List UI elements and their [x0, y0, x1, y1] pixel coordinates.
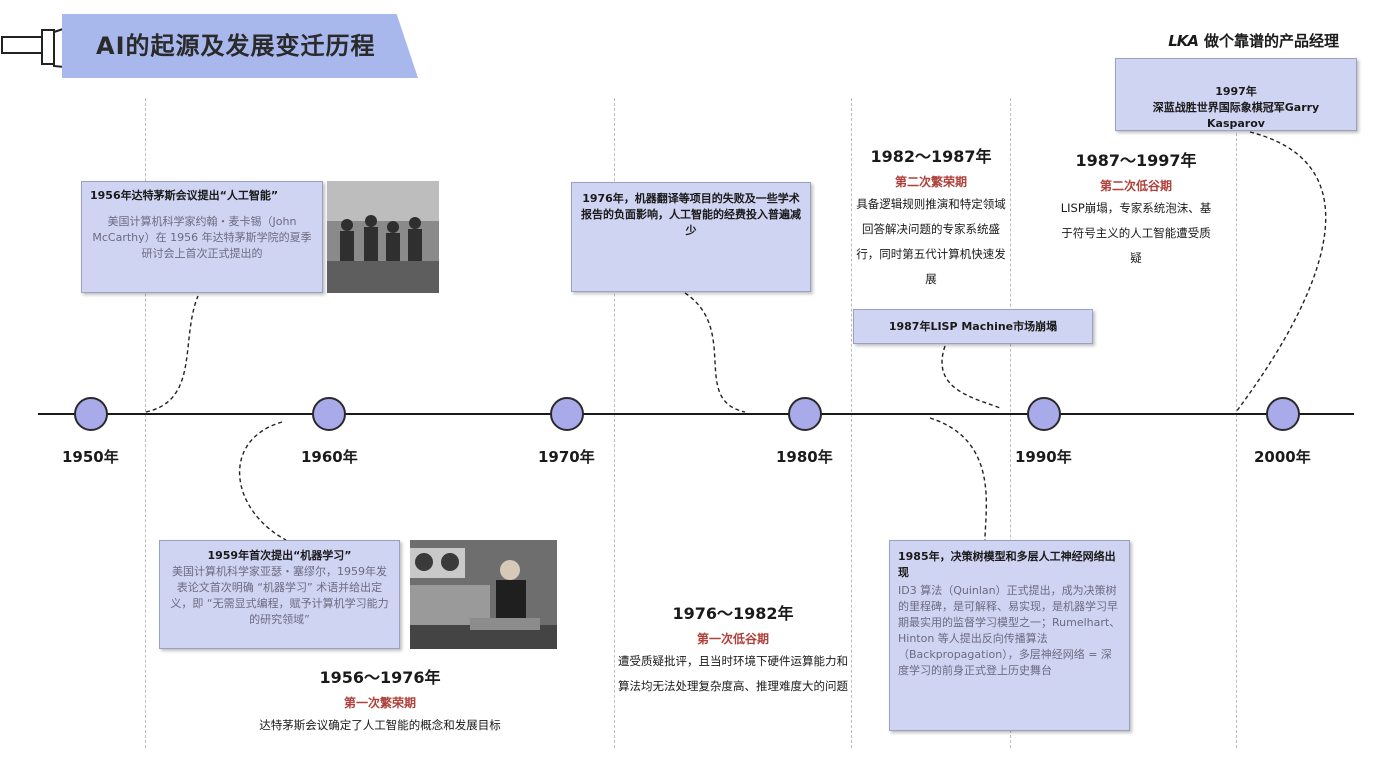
timeline-node	[550, 397, 584, 431]
machine-learning-photo	[410, 540, 557, 649]
period-winter2: 1987～1997年 第二次低谷期 LISP崩塌，专家系统泡沫、基于符号主义的人…	[1058, 147, 1214, 271]
period-winter1: 1976～1982年 第一次低谷期 遭受质疑批评，且当时环境下硬件运算能力和算法…	[615, 600, 851, 699]
dartmouth-photo	[327, 181, 439, 293]
guide-line	[851, 98, 852, 748]
period-desc: LISP崩塌，专家系统泡沫、基于符号主义的人工智能遭受质疑	[1060, 201, 1212, 265]
card-machine-learning: 1959年首次提出“机器学习” 美国计算机科学家亚瑟・塞缪尔，1959年发表论文…	[159, 540, 400, 649]
period-range: 1982～1987年	[870, 147, 992, 166]
period-name: 第二次低谷期	[1099, 179, 1172, 193]
decade-label: 1990年	[1015, 448, 1072, 466]
card-dartmouth: 1956年达特茅斯会议提出“人工智能” 美国计算机科学家约翰・麦卡锡（John …	[81, 181, 323, 293]
period-name: 第一次繁荣期	[343, 696, 416, 710]
period-range: 1976～1982年	[672, 604, 794, 623]
decade-label: 1970年	[538, 448, 595, 466]
card-head: 1959年首次提出“机器学习”	[207, 549, 352, 562]
guide-line	[614, 98, 615, 748]
decade-label: 1980年	[776, 448, 833, 466]
timeline-node	[74, 397, 108, 431]
group-photo-icon	[327, 181, 439, 293]
card-decision-tree: 1985年，决策树模型和多层人工神经网络出现 ID3 算法（Quinlan）正式…	[889, 540, 1130, 731]
brand: LKA 做个靠谱的产品经理	[1168, 30, 1339, 51]
guide-line	[1010, 98, 1011, 748]
card-head: 1997年 深蓝战胜世界国际象棋冠军Garry Kasparov	[1152, 85, 1320, 130]
timeline-axis	[38, 413, 1354, 415]
page-title: AI的起源及发展变迁历程	[96, 32, 376, 60]
period-name: 第一次低谷期	[696, 632, 769, 646]
card-head: 1987年LISP Machine市场崩塌	[888, 320, 1058, 333]
card-deep-blue: 1997年 深蓝战胜世界国际象棋冠军Garry Kasparov	[1115, 58, 1357, 131]
card-machine-translation: 1976年，机器翻译等项目的失败及一些学术报告的负面影响，人工智能的经费投入普遍…	[571, 182, 811, 292]
computer-operator-icon	[410, 540, 557, 649]
card-lisp: 1987年LISP Machine市场崩塌	[853, 309, 1093, 344]
brand-name: 做个靠谱的产品经理	[1203, 32, 1339, 50]
period-desc: 遭受质疑批评，且当时环境下硬件运算能力和算法均无法处理复杂度高、推理难度大的问题	[618, 654, 848, 693]
guide-line	[1236, 98, 1237, 748]
brand-logo-icon: LKA	[1168, 31, 1199, 50]
period-range: 1987～1997年	[1075, 151, 1197, 170]
card-head: 1985年，决策树模型和多层人工神经网络出现	[898, 550, 1116, 579]
timeline-node	[312, 397, 346, 431]
period-boom1: 1956～1976年 第一次繁荣期 达特茅斯会议确定了人工智能的概念和发展目标	[230, 664, 530, 738]
decade-label: 1960年	[301, 448, 358, 466]
timeline-node	[1266, 397, 1300, 431]
card-body: 美国计算机科学家约翰・麦卡锡（John McCarthy）在 1956 年达特茅…	[92, 215, 312, 260]
card-body: ID3 算法（Quinlan）正式提出，成为决策树的里程碑，是可解释、易实现，是…	[898, 584, 1121, 677]
card-head: 1956年达特茅斯会议提出“人工智能”	[90, 189, 279, 202]
guide-line	[145, 98, 146, 748]
timeline-node	[1027, 397, 1061, 431]
period-range: 1956～1976年	[319, 668, 441, 687]
period-desc: 具备逻辑规则推演和特定领域回答解决问题的专家系统盛行，同时第五代计算机快速发展	[856, 197, 1006, 286]
decade-label: 2000年	[1254, 448, 1311, 466]
timeline-node	[788, 397, 822, 431]
card-body: 美国计算机科学家亚瑟・塞缪尔，1959年发表论文首次明确 “机器学习” 术语并给…	[170, 565, 389, 626]
decade-label: 1950年	[62, 448, 119, 466]
card-head: 1976年，机器翻译等项目的失败及一些学术报告的负面影响，人工智能的经费投入普遍…	[581, 192, 801, 237]
period-desc: 达特茅斯会议确定了人工智能的概念和发展目标	[259, 718, 501, 732]
title-banner	[62, 14, 418, 78]
period-name: 第二次繁荣期	[894, 175, 967, 189]
period-boom2: 1982～1987年 第二次繁荣期 具备逻辑规则推演和特定领域回答解决问题的专家…	[853, 143, 1009, 292]
